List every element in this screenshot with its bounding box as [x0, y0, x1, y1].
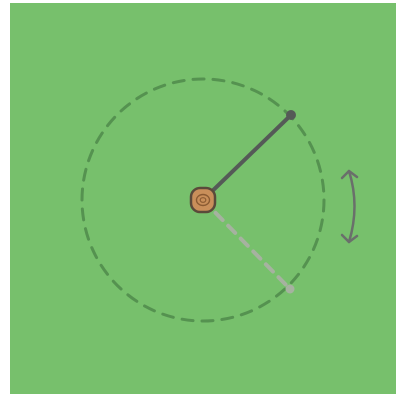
grass-field[interactable] — [10, 3, 396, 394]
tether-handle[interactable] — [286, 110, 296, 120]
tree-stump-icon[interactable] — [191, 188, 215, 212]
play-area — [10, 3, 396, 394]
previous-tether-end — [286, 285, 295, 294]
